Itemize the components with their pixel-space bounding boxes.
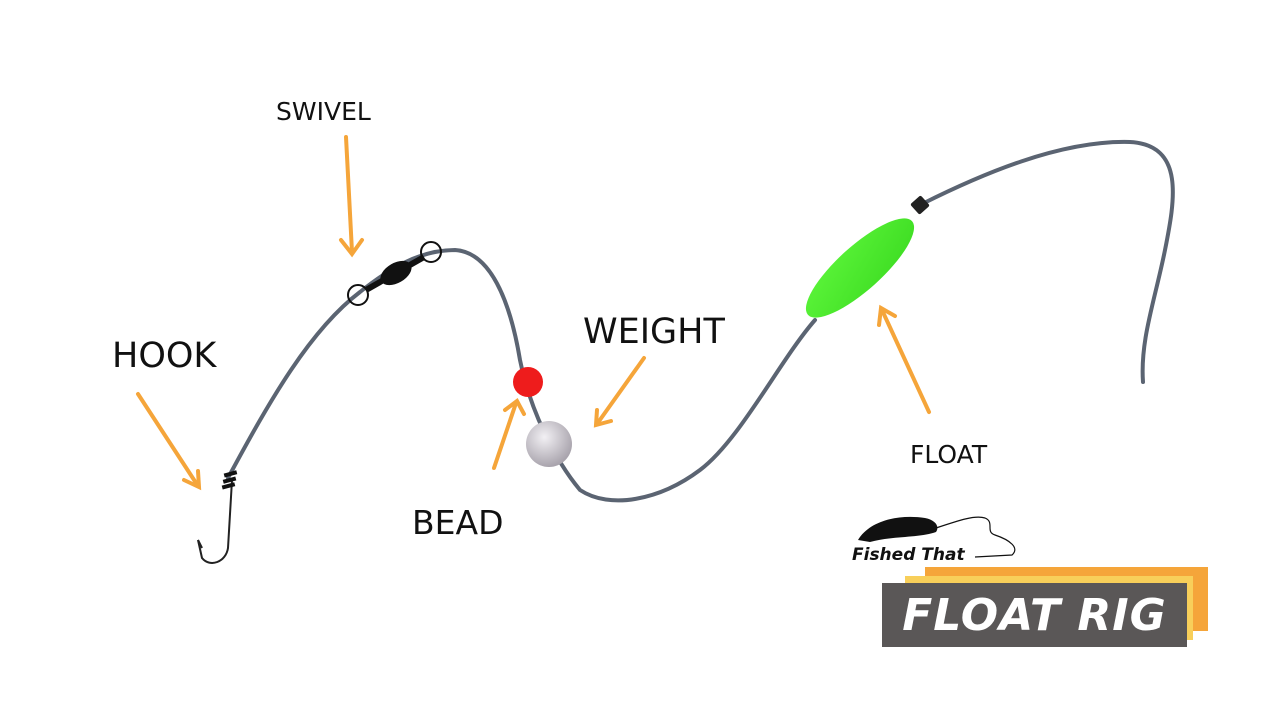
main-line xyxy=(920,139,1175,384)
arrow-hook xyxy=(136,392,202,491)
weight-icon xyxy=(526,421,572,467)
fish-icon xyxy=(858,516,1016,558)
arrow-weight xyxy=(593,356,646,428)
fishing-line xyxy=(226,247,817,503)
bead-icon xyxy=(513,367,543,397)
hook-icon xyxy=(197,470,238,564)
page-title: FLOAT RIG xyxy=(902,589,1167,641)
bead-label: BEAD xyxy=(412,503,504,542)
hook-label: HOOK xyxy=(112,336,217,376)
title-banner: FLOAT RIG xyxy=(882,583,1187,647)
swivel-icon xyxy=(347,241,442,306)
weight-label: WEIGHT xyxy=(583,312,725,352)
arrow-bead xyxy=(492,398,526,470)
float-label: FLOAT xyxy=(910,440,988,469)
float-icon xyxy=(805,195,930,318)
brand-logo-text: Fished That xyxy=(852,545,965,565)
swivel-label: SWIVEL xyxy=(276,97,371,126)
arrow-swivel xyxy=(339,135,364,258)
arrow-float xyxy=(877,304,931,414)
